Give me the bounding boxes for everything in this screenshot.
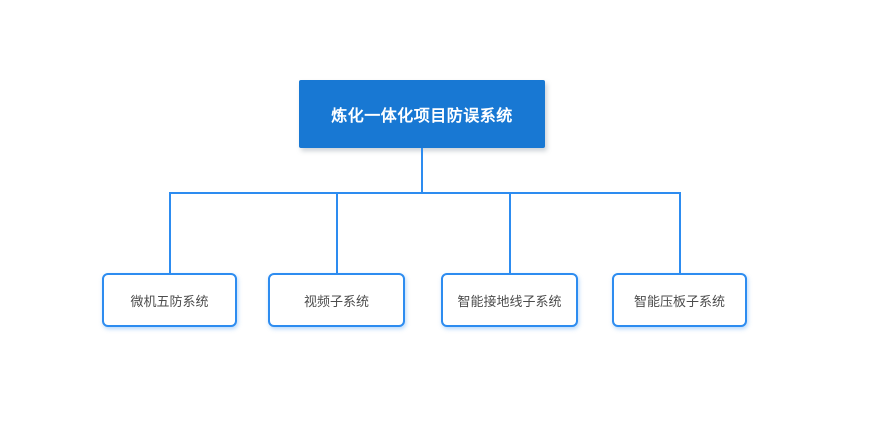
connector-drop-2 xyxy=(335,192,338,273)
child-node-video[interactable]: 视频子系统 xyxy=(268,273,405,327)
root-node[interactable]: 炼化一体化项目防误系统 xyxy=(299,80,545,148)
connector-drop-3 xyxy=(508,192,511,273)
child-node-pressplate[interactable]: 智能压板子系统 xyxy=(612,273,747,327)
child-node-wjwf[interactable]: 微机五防系统 xyxy=(102,273,237,327)
connector-drop-1 xyxy=(168,192,171,273)
connector-drop-4 xyxy=(678,192,681,273)
child-node-grounding[interactable]: 智能接地线子系统 xyxy=(441,273,578,327)
connector-horizontal-rail xyxy=(168,192,681,194)
connector-root-vertical xyxy=(421,148,423,193)
